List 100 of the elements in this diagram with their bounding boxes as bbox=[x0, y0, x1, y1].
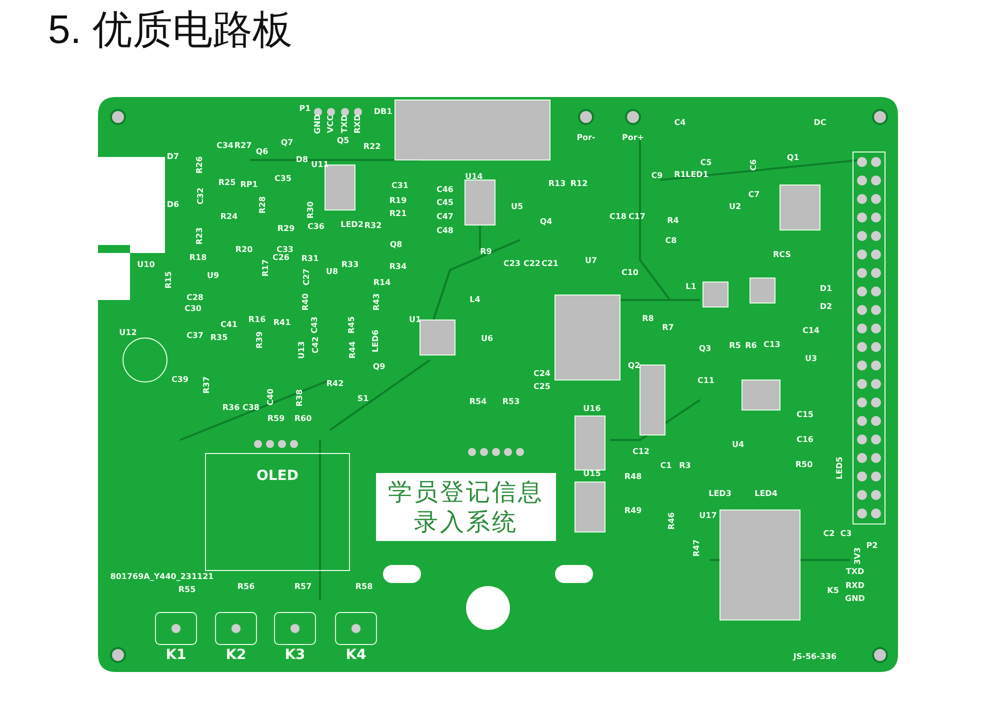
silkscreen-label: D6 bbox=[166, 201, 180, 209]
node-text: K3 bbox=[284, 648, 306, 662]
silkscreen-label: U13 bbox=[298, 341, 306, 359]
silkscreen-label: U2 bbox=[728, 203, 742, 211]
silkscreen-label: S1 bbox=[357, 395, 369, 403]
silkscreen-label: C8 bbox=[665, 237, 677, 245]
silkscreen-label: R49 bbox=[624, 507, 642, 515]
silkscreen-label: Q2 bbox=[628, 362, 640, 370]
silkscreen-label: C6 bbox=[750, 159, 758, 171]
silkscreen-label: C9 bbox=[651, 172, 663, 180]
silkscreen-label: C41 bbox=[220, 321, 238, 329]
silkscreen-label: R36 bbox=[222, 404, 240, 412]
silkscreen-label: R12 bbox=[570, 180, 588, 188]
silkscreen-label: R31 bbox=[301, 255, 319, 263]
silkscreen-label: R7 bbox=[662, 324, 674, 332]
silkscreen-label: DB1 bbox=[374, 108, 392, 116]
silkscreen-label: C47 bbox=[436, 213, 454, 221]
paper-label bbox=[376, 473, 556, 541]
silkscreen-label: R45 bbox=[348, 316, 356, 334]
silkscreen-label: C25 bbox=[534, 383, 550, 391]
page-title: 5. 优质电路板 bbox=[48, 8, 292, 52]
silkscreen-label: TXD bbox=[846, 568, 864, 576]
silkscreen-label: C39 bbox=[172, 376, 188, 384]
silkscreen-label: R21 bbox=[389, 210, 407, 218]
silkscreen-label: Q4 bbox=[540, 218, 552, 226]
silkscreen-label: R43 bbox=[373, 293, 381, 311]
node-text: K1 bbox=[164, 648, 188, 662]
silkscreen-label: C42 bbox=[312, 336, 320, 354]
silkscreen-label: C43 bbox=[311, 316, 319, 334]
silkscreen-label: Por+ bbox=[622, 134, 644, 142]
silkscreen-label: C40 bbox=[267, 388, 275, 406]
node-text: OLED bbox=[255, 468, 300, 484]
display-outline bbox=[205, 453, 350, 571]
silkscreen-label: C24 bbox=[534, 370, 550, 378]
silkscreen-label: RXD bbox=[846, 582, 864, 590]
silkscreen-label: R41 bbox=[273, 319, 291, 327]
silkscreen-label: R39 bbox=[256, 331, 264, 349]
silkscreen-label: R38 bbox=[296, 389, 304, 407]
silkscreen-label: C5 bbox=[700, 159, 712, 167]
silkscreen-label: U7 bbox=[584, 257, 598, 265]
silkscreen-label: R40 bbox=[302, 293, 310, 311]
silkscreen-label: U11 bbox=[311, 161, 329, 169]
silkscreen-label: R44 bbox=[349, 341, 357, 359]
silkscreen-label: Por- bbox=[576, 134, 596, 142]
push-button-footprint bbox=[274, 612, 316, 662]
silkscreen-label: R56 bbox=[237, 583, 255, 591]
silkscreen-label: C14 bbox=[802, 327, 820, 335]
silkscreen-label: C15 bbox=[796, 411, 814, 419]
silkscreen-label: Q9 bbox=[372, 363, 386, 371]
silkscreen-label: R33 bbox=[341, 261, 359, 269]
silkscreen-label: R37 bbox=[203, 376, 211, 394]
silkscreen-label: C2 bbox=[823, 530, 835, 538]
silkscreen-label: R28 bbox=[259, 196, 267, 214]
silkscreen-label: C11 bbox=[698, 377, 714, 385]
silkscreen-label: C10 bbox=[622, 269, 638, 277]
silkscreen-label: R13 bbox=[548, 180, 566, 188]
silkscreen-label: R55 bbox=[178, 586, 196, 594]
silkscreen-label: R14 bbox=[373, 279, 391, 287]
silkscreen-label: RXD bbox=[354, 114, 362, 134]
silkscreen-label: LED4 bbox=[754, 490, 778, 498]
silkscreen-label: C33 bbox=[276, 246, 294, 254]
silkscreen-label: R29 bbox=[277, 225, 295, 233]
silkscreen-label: C32 bbox=[197, 188, 205, 204]
silkscreen-label: R25 bbox=[218, 179, 236, 187]
silkscreen-label: U9 bbox=[206, 272, 220, 280]
silkscreen-label: Q3 bbox=[698, 345, 712, 353]
silkscreen-label: C46 bbox=[436, 186, 454, 194]
silkscreen-label: R6 bbox=[745, 342, 757, 350]
silkscreen-label: L1 bbox=[686, 283, 696, 291]
silkscreen-label: R59 bbox=[267, 415, 285, 423]
silkscreen-label: R16 bbox=[248, 316, 266, 324]
silkscreen-label: R5 bbox=[729, 342, 741, 350]
node-text: 学员登记信息录入系统 bbox=[387, 477, 545, 537]
silkscreen-label: C4 bbox=[674, 119, 686, 127]
silkscreen-label: DC bbox=[814, 119, 826, 127]
silkscreen-label: 3V3 bbox=[854, 547, 862, 565]
silkscreen-label: GND bbox=[845, 595, 865, 603]
silkscreen-label: U14 bbox=[465, 173, 483, 181]
silkscreen-label: R23 bbox=[196, 227, 204, 245]
silkscreen-label: R34 bbox=[389, 263, 407, 271]
silkscreen-label: 801769A_Y440_231121 bbox=[110, 573, 214, 581]
silkscreen-label: R58 bbox=[355, 583, 373, 591]
silkscreen-label: Q6 bbox=[256, 148, 268, 156]
silkscreen-label: C13 bbox=[764, 341, 780, 349]
silkscreen-label: C23 bbox=[504, 260, 520, 268]
silkscreen-label: Q7 bbox=[280, 139, 294, 147]
silkscreen-label: C21 bbox=[542, 260, 558, 268]
silkscreen-label: C35 bbox=[274, 175, 292, 183]
silkscreen-label: D8 bbox=[296, 156, 308, 164]
silkscreen-label: R27 bbox=[234, 142, 252, 150]
silkscreen-label: R20 bbox=[235, 246, 253, 254]
silkscreen-label: C22 bbox=[524, 260, 540, 268]
silkscreen-label: R54 bbox=[469, 398, 487, 406]
silkscreen-label: P2 bbox=[866, 542, 878, 550]
silkscreen-label: C27 bbox=[303, 268, 311, 286]
silkscreen-label: R18 bbox=[189, 254, 207, 262]
silkscreen-label: R32 bbox=[364, 222, 382, 230]
silkscreen-label: D1 bbox=[820, 285, 832, 293]
silkscreen-label: U12 bbox=[119, 329, 137, 337]
silkscreen-label: C38 bbox=[242, 404, 260, 412]
